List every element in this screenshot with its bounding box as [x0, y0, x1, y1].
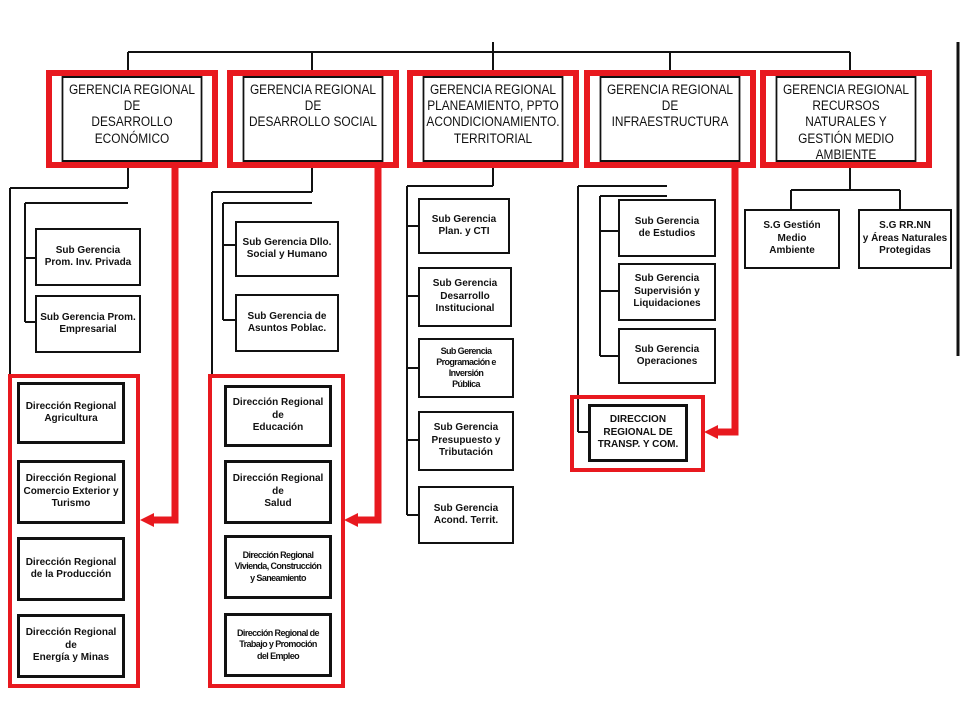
- subgerencia-dllo-social: Sub Gerencia Dllo. Social y Humano: [235, 221, 339, 277]
- gerencia-label: GERENCIA REGIONAL DE INFRAESTRUCTURA: [599, 76, 741, 162]
- subgerencia-prom-inv-privada: Sub Gerencia Prom. Inv. Privada: [35, 228, 141, 286]
- subgerencia-plan-cti: Sub Gerencia Plan. y CTI: [418, 198, 510, 254]
- box-label: Sub Gerencia Acond. Territ.: [433, 502, 499, 527]
- direccion-infraestructura-frame: [570, 395, 705, 472]
- box-label: Dirección Regional de la Producción: [25, 556, 117, 581]
- box-label: Sub Gerencia Prom. Inv. Privada: [44, 244, 132, 269]
- box-label: Sub Gerencia Prom. Empresarial: [40, 311, 136, 336]
- gerencia-desarrollo-social: GERENCIA REGIONAL DE DESARROLLO SOCIAL: [227, 70, 399, 168]
- box-label: Sub Gerencia Presupuesto y Tributación: [431, 422, 501, 459]
- gerencia-planeamiento: GERENCIA REGIONAL PLANEAMIENTO, PPTO ACO…: [407, 70, 579, 168]
- direccion-vivienda: Dirección Regional Vivienda, Construcció…: [224, 535, 332, 599]
- direccion-agricultura: Dirección Regional Agricultura: [17, 382, 125, 444]
- box-label: Dirección Regional de Educación: [232, 397, 324, 434]
- direccion-educacion: Dirección Regional de Educación: [224, 385, 332, 447]
- box-label: S.G Gestión Medio Ambiente: [763, 220, 821, 257]
- box-label: Dirección Regional de Salud: [232, 473, 324, 510]
- direcciones-social-frame: [208, 374, 345, 688]
- direccion-energia-minas: Dirección Regional de Energía y Minas: [17, 614, 125, 678]
- gerencia-label: GERENCIA REGIONAL RECURSOS NATURALES Y G…: [775, 76, 917, 162]
- direccion-produccion: Dirección Regional de la Producción: [17, 537, 125, 601]
- box-label: Sub Gerencia Dllo. Social y Humano: [242, 236, 332, 261]
- direccion-comercio-exterior: Dirección Regional Comercio Exterior y T…: [17, 460, 125, 524]
- subgerencia-gestion-medio-ambiente: S.G Gestión Medio Ambiente: [744, 209, 840, 269]
- subgerencia-acond-territ: Sub Gerencia Acond. Territ.: [418, 486, 514, 544]
- box-label: Sub Gerencia Plan. y CTI: [431, 213, 497, 238]
- subgerencia-prom-empresarial: Sub Gerencia Prom. Empresarial: [35, 295, 141, 353]
- direcciones-economico-frame: [8, 374, 140, 688]
- subgerencia-estudios: Sub Gerencia de Estudios: [618, 199, 716, 257]
- box-label: Sub Gerencia Desarrollo Institucional: [432, 278, 498, 315]
- subgerencia-operaciones: Sub Gerencia Operaciones: [618, 328, 716, 384]
- box-label: Sub Gerencia Operaciones: [634, 343, 700, 368]
- subgerencia-supervision: Sub Gerencia Supervisión y Liquidaciones: [618, 263, 716, 321]
- box-label: Sub Gerencia de Asuntos Poblac.: [247, 310, 327, 335]
- subgerencia-programacion-inversion: Sub Gerencia Programación e Inversión Pú…: [418, 338, 514, 398]
- gerencia-recursos-naturales: GERENCIA REGIONAL RECURSOS NATURALES Y G…: [760, 70, 932, 168]
- subgerencia-presupuesto: Sub Gerencia Presupuesto y Tributación: [418, 411, 514, 471]
- gerencia-label: GERENCIA REGIONAL DE DESARROLLO ECONÓMIC…: [61, 76, 203, 162]
- direccion-salud: Dirección Regional de Salud: [224, 460, 332, 524]
- box-label: Sub Gerencia Supervisión y Liquidaciones: [633, 273, 701, 310]
- subgerencia-asuntos-poblac: Sub Gerencia de Asuntos Poblac.: [235, 294, 339, 352]
- gerencia-label: GERENCIA REGIONAL PLANEAMIENTO, PPTO ACO…: [422, 76, 564, 162]
- subgerencia-rrnn-areas-naturales: S.G RR.NN y Áreas Naturales Protegidas: [858, 209, 952, 269]
- gerencia-label: GERENCIA REGIONAL DE DESARROLLO SOCIAL: [242, 76, 384, 162]
- box-label: Dirección Regional Agricultura: [25, 400, 117, 425]
- box-label: Dirección Regional Comercio Exterior y T…: [23, 473, 119, 510]
- box-label: Dirección Regional de Energía y Minas: [25, 627, 117, 664]
- box-label: S.G RR.NN y Áreas Naturales Protegidas: [862, 220, 948, 257]
- box-label: Sub Gerencia de Estudios: [634, 215, 700, 240]
- box-label: Sub Gerencia Programación e Inversión Pú…: [436, 345, 496, 390]
- direccion-trabajo: Dirección Regional de Trabajo y Promoció…: [224, 613, 332, 677]
- direccion-transportes: DIRECCION REGIONAL DE TRANSP. Y COM.: [588, 404, 688, 462]
- box-label: Dirección Regional de Trabajo y Promoció…: [237, 628, 320, 661]
- subgerencia-desarrollo-institucional: Sub Gerencia Desarrollo Institucional: [418, 267, 512, 327]
- gerencia-desarrollo-economico: GERENCIA REGIONAL DE DESARROLLO ECONÓMIC…: [46, 70, 218, 168]
- gerencia-infraestructura: GERENCIA REGIONAL DE INFRAESTRUCTURA: [584, 70, 756, 168]
- box-label: Dirección Regional Vivienda, Construcció…: [234, 550, 322, 583]
- box-label: DIRECCION REGIONAL DE TRANSP. Y COM.: [597, 414, 679, 451]
